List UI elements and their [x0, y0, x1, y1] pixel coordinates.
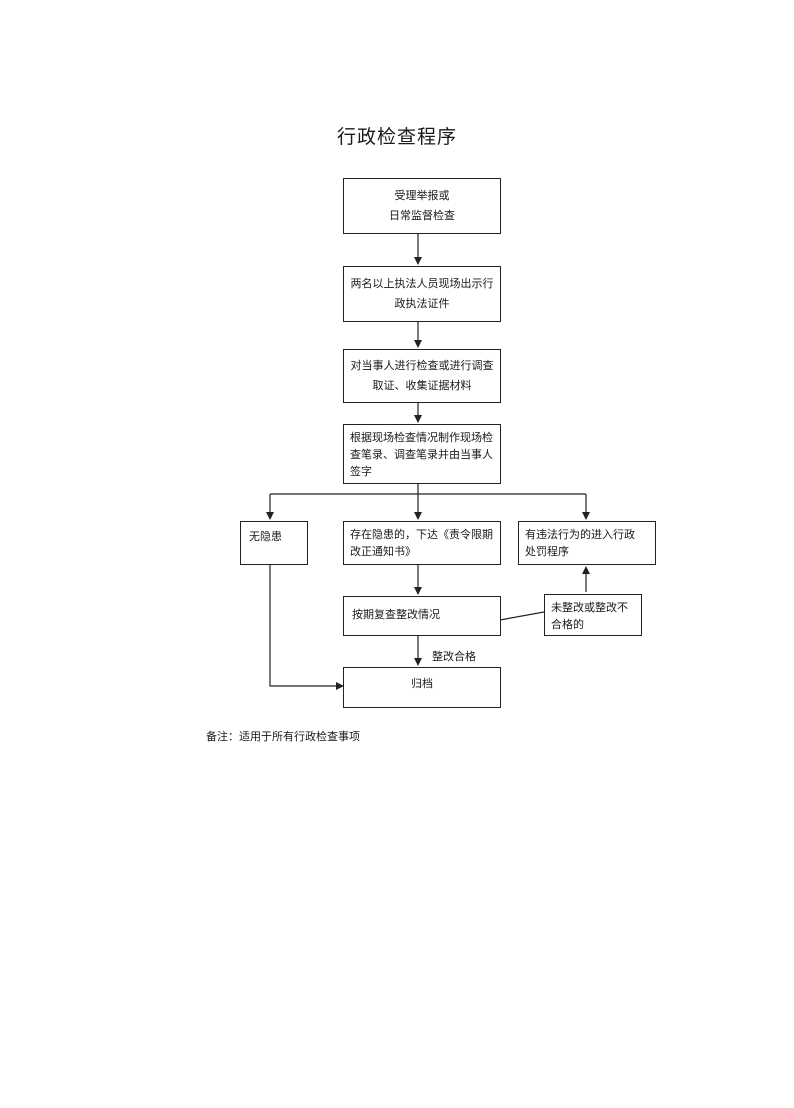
- node-enter-penalty: 有违法行为的进入行政 处罚程序: [518, 521, 656, 565]
- footnote: 备注：适用于所有行政检查事项: [206, 730, 360, 743]
- node-make-records: 根据现场检查情况制作现场检 查笔录、调查笔录并由当事人 签字: [343, 424, 501, 484]
- node-issue-correction-notice: 存在隐患的，下达《责令限期 改正通知书》: [343, 521, 501, 565]
- node-archive: 归档: [343, 667, 501, 708]
- edge-n5-n10: [269, 565, 344, 690]
- node-receive-report: 受理举报或 日常监督检查: [343, 178, 501, 234]
- node-no-hazard: 无隐患: [240, 521, 308, 565]
- node-recheck: 按期复查整改情况: [343, 596, 501, 636]
- edge-label-pass: 整改合格: [432, 650, 476, 663]
- page-title: 行政检查程序: [336, 126, 457, 148]
- node-not-corrected: 未整改或整改不 合格的: [544, 594, 642, 636]
- edge-n8-n9: [499, 611, 545, 621]
- node-show-credentials: 两名以上执法人员现场出示行 政执法证件: [343, 266, 501, 322]
- node-inspect-collect: 对当事人进行检查或进行调查 取证、收集证据材料: [343, 349, 501, 403]
